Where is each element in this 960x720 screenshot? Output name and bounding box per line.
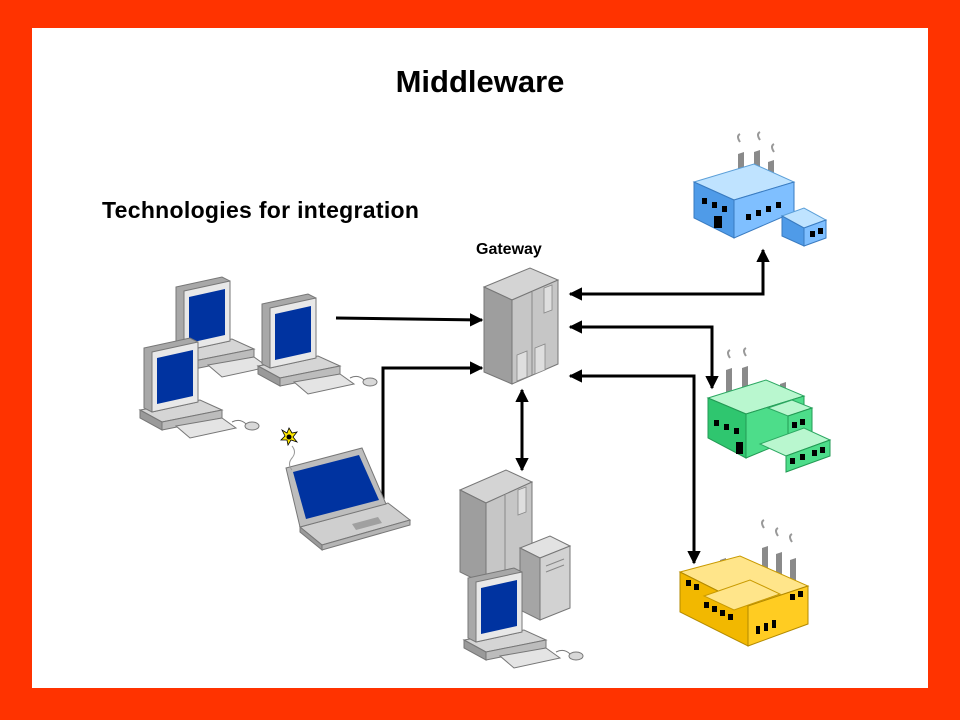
connector-gateway-blue-factory — [568, 248, 770, 301]
connector-desktops-to-gateway — [335, 313, 484, 327]
slide-title: Middleware — [395, 64, 565, 99]
desktop-computer-icon — [138, 337, 260, 439]
slide-subtitle: Technologies for integration — [102, 197, 420, 223]
connector-laptop-to-gateway — [381, 361, 484, 502]
connectors — [335, 248, 770, 565]
connector-gateway-green-factory — [568, 320, 719, 390]
gateway-server-icon — [482, 267, 560, 385]
laptop-icon — [285, 447, 412, 552]
server-workstation-icon — [458, 469, 584, 669]
desktop-computer-icon — [256, 293, 378, 395]
factory-icon — [678, 519, 810, 647]
connector-gateway-yellow-factory — [568, 369, 701, 565]
spark-icon — [280, 427, 299, 471]
factory-icon — [692, 131, 828, 247]
gateway-label: Gateway — [476, 241, 542, 258]
factory-icon — [706, 347, 832, 473]
